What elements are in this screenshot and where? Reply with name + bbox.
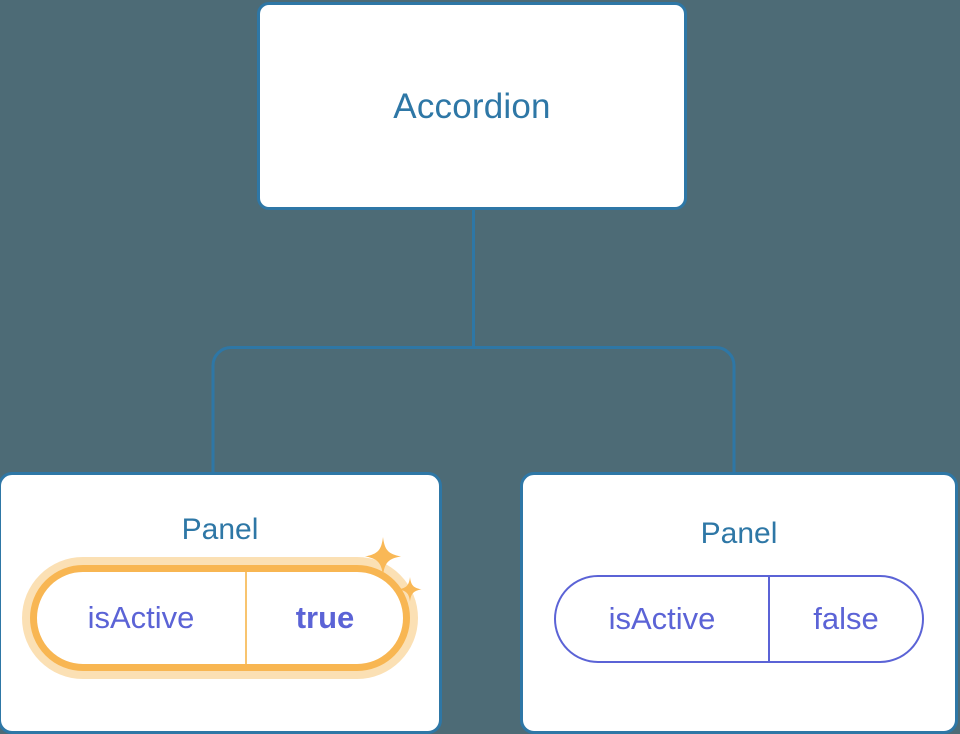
connector-branch-left <box>211 346 474 472</box>
node-accordion-title: Accordion <box>393 86 551 126</box>
node-accordion[interactable]: Accordion <box>257 2 687 210</box>
node-panel-active[interactable]: Panel isActive true <box>0 472 442 734</box>
prop-pill-isactive-true[interactable]: isActive true <box>22 557 418 679</box>
node-panel-inactive[interactable]: Panel isActive false <box>520 472 958 734</box>
prop-key: isActive <box>37 572 247 664</box>
prop-value: true <box>295 600 355 635</box>
node-panel-active-title: Panel <box>181 513 259 546</box>
node-panel-inactive-title: Panel <box>700 517 778 550</box>
prop-pill-isactive-false[interactable]: isActive false <box>554 549 924 663</box>
prop-key: isActive <box>556 577 770 661</box>
connector-branch-right <box>473 346 736 472</box>
prop-value: false <box>813 601 879 636</box>
